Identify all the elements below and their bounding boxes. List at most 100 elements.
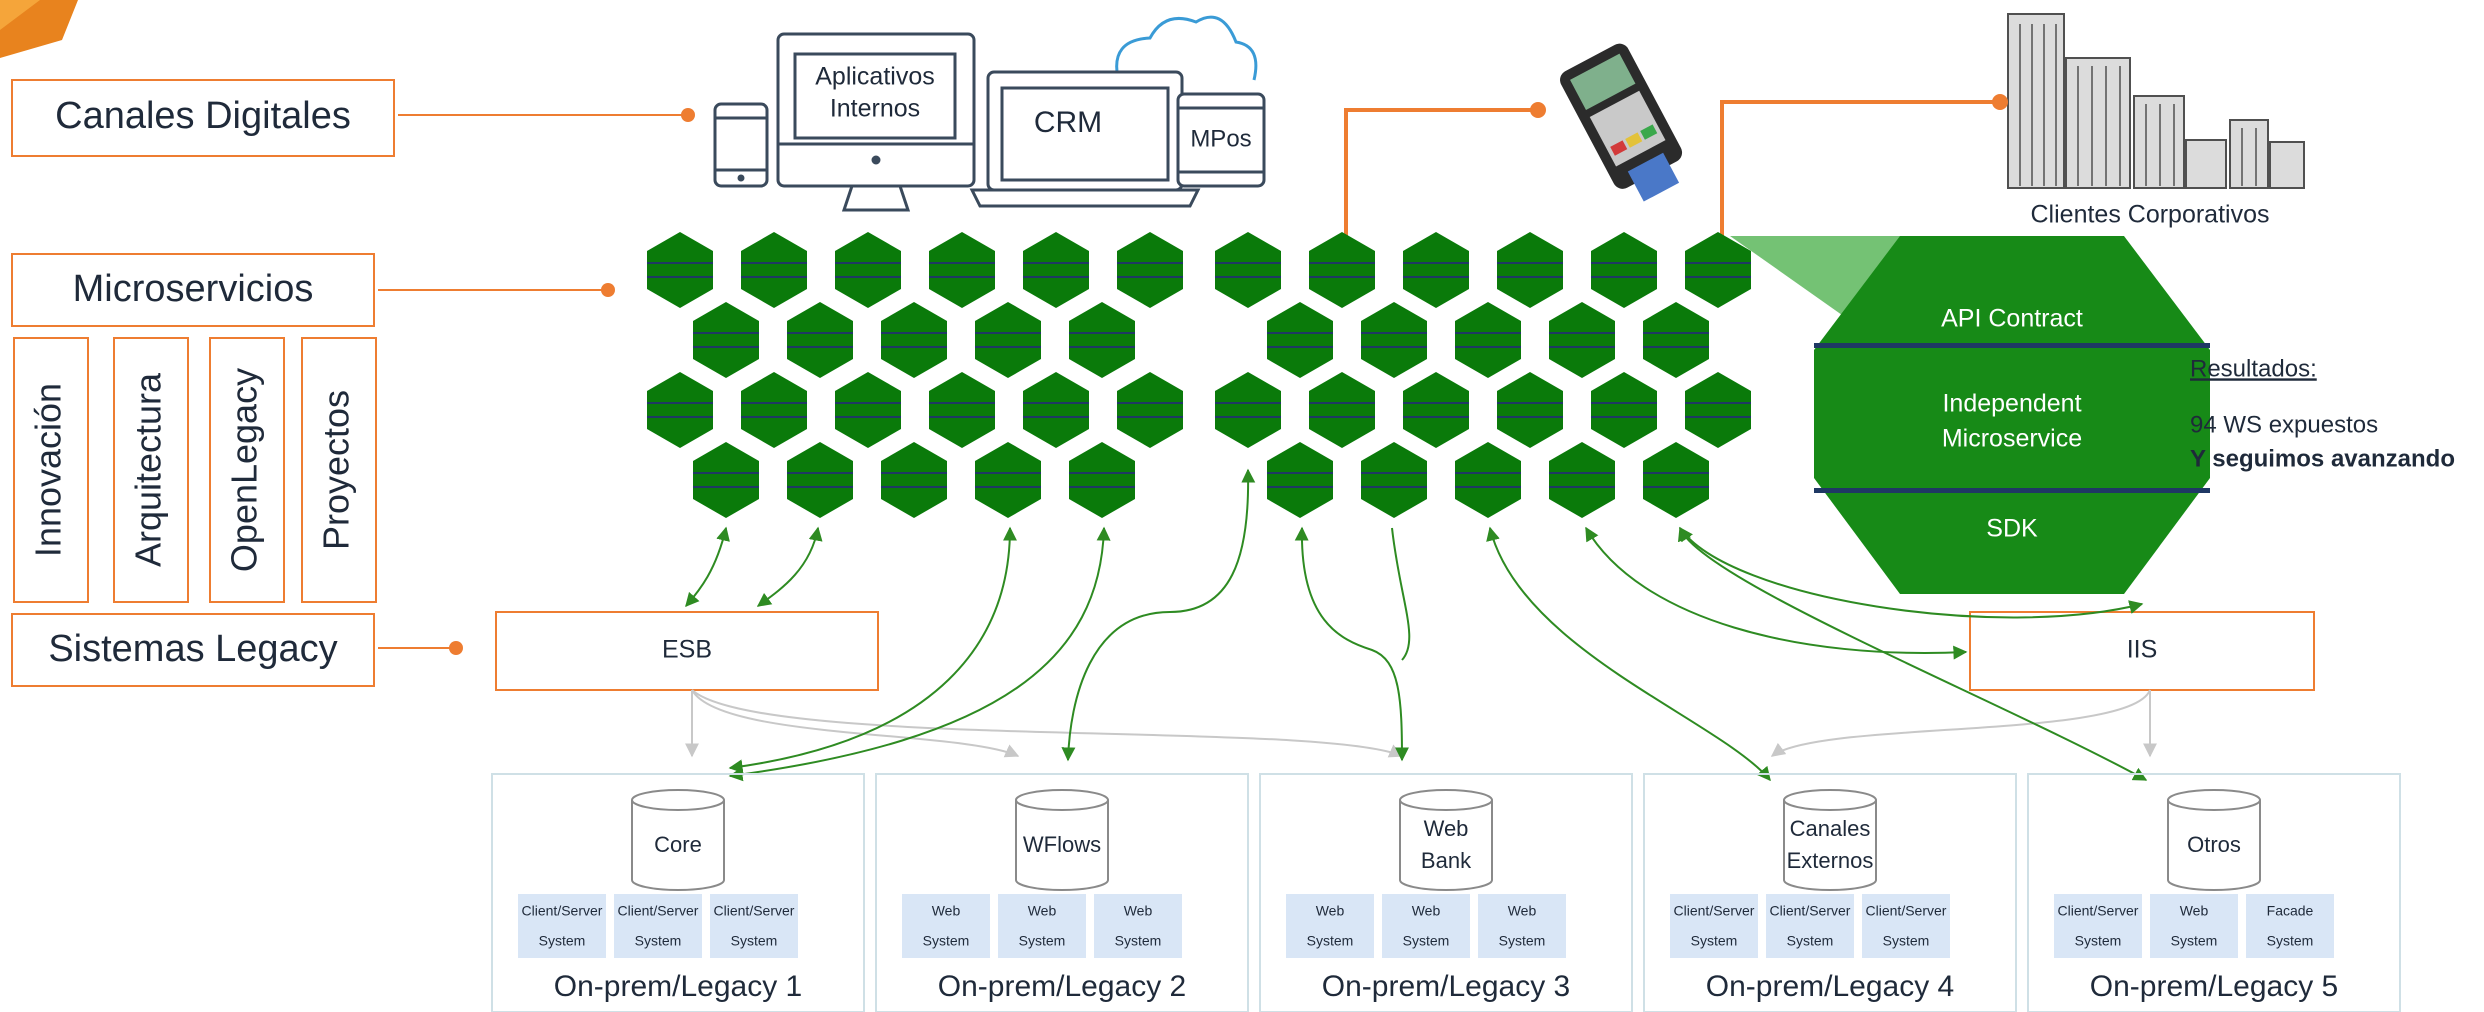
system-cell	[1862, 894, 1950, 958]
database-icon	[2167, 789, 2261, 891]
database-label: Bank	[1421, 848, 1472, 873]
clients-text: Clientes Corporativos	[2031, 201, 2270, 229]
microservice-hex	[1069, 442, 1135, 518]
green-arrows	[685, 468, 2148, 782]
canales-connector-dot	[681, 108, 695, 122]
system-cell	[1094, 894, 1182, 958]
microservice-hex	[647, 372, 713, 448]
system-cell-label: Client/Server	[522, 903, 603, 919]
vertical-innovacion-text: Innovación	[28, 383, 69, 557]
microservice-hex	[647, 232, 713, 308]
microservice-hex	[1455, 302, 1521, 378]
microservice-hex	[1361, 442, 1427, 518]
vertical-proyectos-text: Proyectos	[316, 390, 357, 550]
microservice-hex	[693, 302, 759, 378]
system-cell-label: Facade	[2267, 903, 2314, 919]
monitor-icon	[776, 32, 976, 212]
system-cell	[1766, 894, 1854, 958]
legacy-panel: WFlowsWebSystemWebSystemWebSystemOn-prem…	[875, 773, 1249, 1012]
microservice-hex	[1685, 232, 1751, 308]
system-cell-label: System	[539, 933, 586, 949]
system-cell-label: System	[2267, 933, 2314, 949]
monitor-line1-text: Aplicativos	[815, 63, 935, 91]
microservice-hex	[1591, 232, 1657, 308]
legacy-footer: On-prem/Legacy 3	[1322, 970, 1570, 1003]
system-cell-label: System	[1691, 933, 1738, 949]
system-cell	[2054, 894, 2142, 958]
microservice-hex	[1023, 372, 1089, 448]
system-cell-label: System	[1499, 933, 1546, 949]
microservice-hex	[1643, 302, 1709, 378]
system-cell-label: Client/Server	[1866, 903, 1947, 919]
system-cell-label: Web	[1028, 903, 1057, 919]
tablet-text: MPos	[1190, 125, 1251, 152]
buildings-windows	[2019, 24, 2257, 186]
microservice-hex	[1497, 232, 1563, 308]
tablet-icon	[1176, 92, 1266, 188]
pos-terminal-icon	[1560, 43, 1683, 202]
smartphone-icon	[713, 102, 769, 188]
microservice-hex	[929, 232, 995, 308]
pos-connector-dot	[1530, 102, 1546, 118]
legacy-footer: On-prem/Legacy 4	[1706, 970, 1954, 1003]
database-label: WFlows	[1023, 832, 1101, 857]
layer-label-microservicios: Microservicios	[11, 253, 375, 327]
system-cell	[902, 894, 990, 958]
microservice-hex	[1267, 302, 1333, 378]
database-icon	[1783, 789, 1877, 891]
system-cell-label: System	[635, 933, 682, 949]
vertical-label-proyectos: Proyectos	[301, 337, 377, 603]
microservice-hex	[835, 232, 901, 308]
microservice-hex	[1403, 232, 1469, 308]
microservice-hex	[1215, 372, 1281, 448]
microservice-hex	[1549, 442, 1615, 518]
vertical-label-arquitectura: Arquitectura	[113, 337, 189, 603]
microservice-hex	[1591, 372, 1657, 448]
pos-connector	[1344, 108, 1536, 236]
legacy-panel: WebBankWebSystemWebSystemWebSystemOn-pre…	[1259, 773, 1633, 1012]
layer-canales-text: Canales Digitales	[55, 95, 351, 137]
results-line2-text: Y seguimos avanzando	[2190, 445, 2455, 472]
contract-top-text: API Contract	[1941, 305, 2083, 333]
corner-logo-highlight	[0, 0, 40, 30]
microservice-hex	[1497, 372, 1563, 448]
microservice-hex	[1403, 372, 1469, 448]
vertical-label-openlegacy: OpenLegacy	[209, 337, 285, 603]
database-label: Web	[1424, 816, 1469, 841]
legacy-footer: On-prem/Legacy 2	[938, 970, 1186, 1003]
legacy-panel: CoreClient/ServerSystemClient/ServerSyst…	[491, 773, 865, 1012]
results-title-text: Resultados:	[2190, 355, 2317, 382]
system-cell	[2246, 894, 2334, 958]
microservice-hex	[1309, 232, 1375, 308]
database-icon	[631, 789, 725, 891]
contract-bottom-text: SDK	[1986, 515, 2038, 543]
vertical-arquitectura-text: Arquitectura	[128, 372, 169, 567]
api-contract-hexagon	[1814, 236, 2210, 594]
system-cell	[1478, 894, 1566, 958]
gray-arrows	[685, 689, 2157, 758]
vertical-label-innovacion: Innovación	[13, 337, 89, 603]
contract-mid2-text: Microservice	[1942, 425, 2082, 453]
legacy-panel: OtrosClient/ServerSystemWebSystemFacadeS…	[2027, 773, 2401, 1012]
system-cell	[614, 894, 702, 958]
system-cell-label: System	[2171, 933, 2218, 949]
system-cell-label: Web	[1124, 903, 1153, 919]
database-label: Otros	[2187, 832, 2241, 857]
system-cell-label: System	[2075, 933, 2122, 949]
legacy-connector-dot	[449, 641, 463, 655]
buildings-connector	[1720, 100, 1998, 236]
layer-label-canales: Canales Digitales	[11, 79, 395, 157]
system-cell-label: Client/Server	[2058, 903, 2139, 919]
system-cell-label: System	[1787, 933, 1834, 949]
microservice-hex	[1267, 442, 1333, 518]
system-cell-label: Client/Server	[1770, 903, 1851, 919]
buildings-connector-dot	[1992, 94, 2008, 110]
microservice-hex	[741, 232, 807, 308]
system-cell	[518, 894, 606, 958]
microservice-hex	[975, 442, 1041, 518]
microservice-hex	[1117, 232, 1183, 308]
layer-label-legacy: Sistemas Legacy	[11, 613, 375, 687]
microservice-hex	[975, 302, 1041, 378]
system-cell-label: System	[731, 933, 778, 949]
system-cell-label: System	[923, 933, 970, 949]
